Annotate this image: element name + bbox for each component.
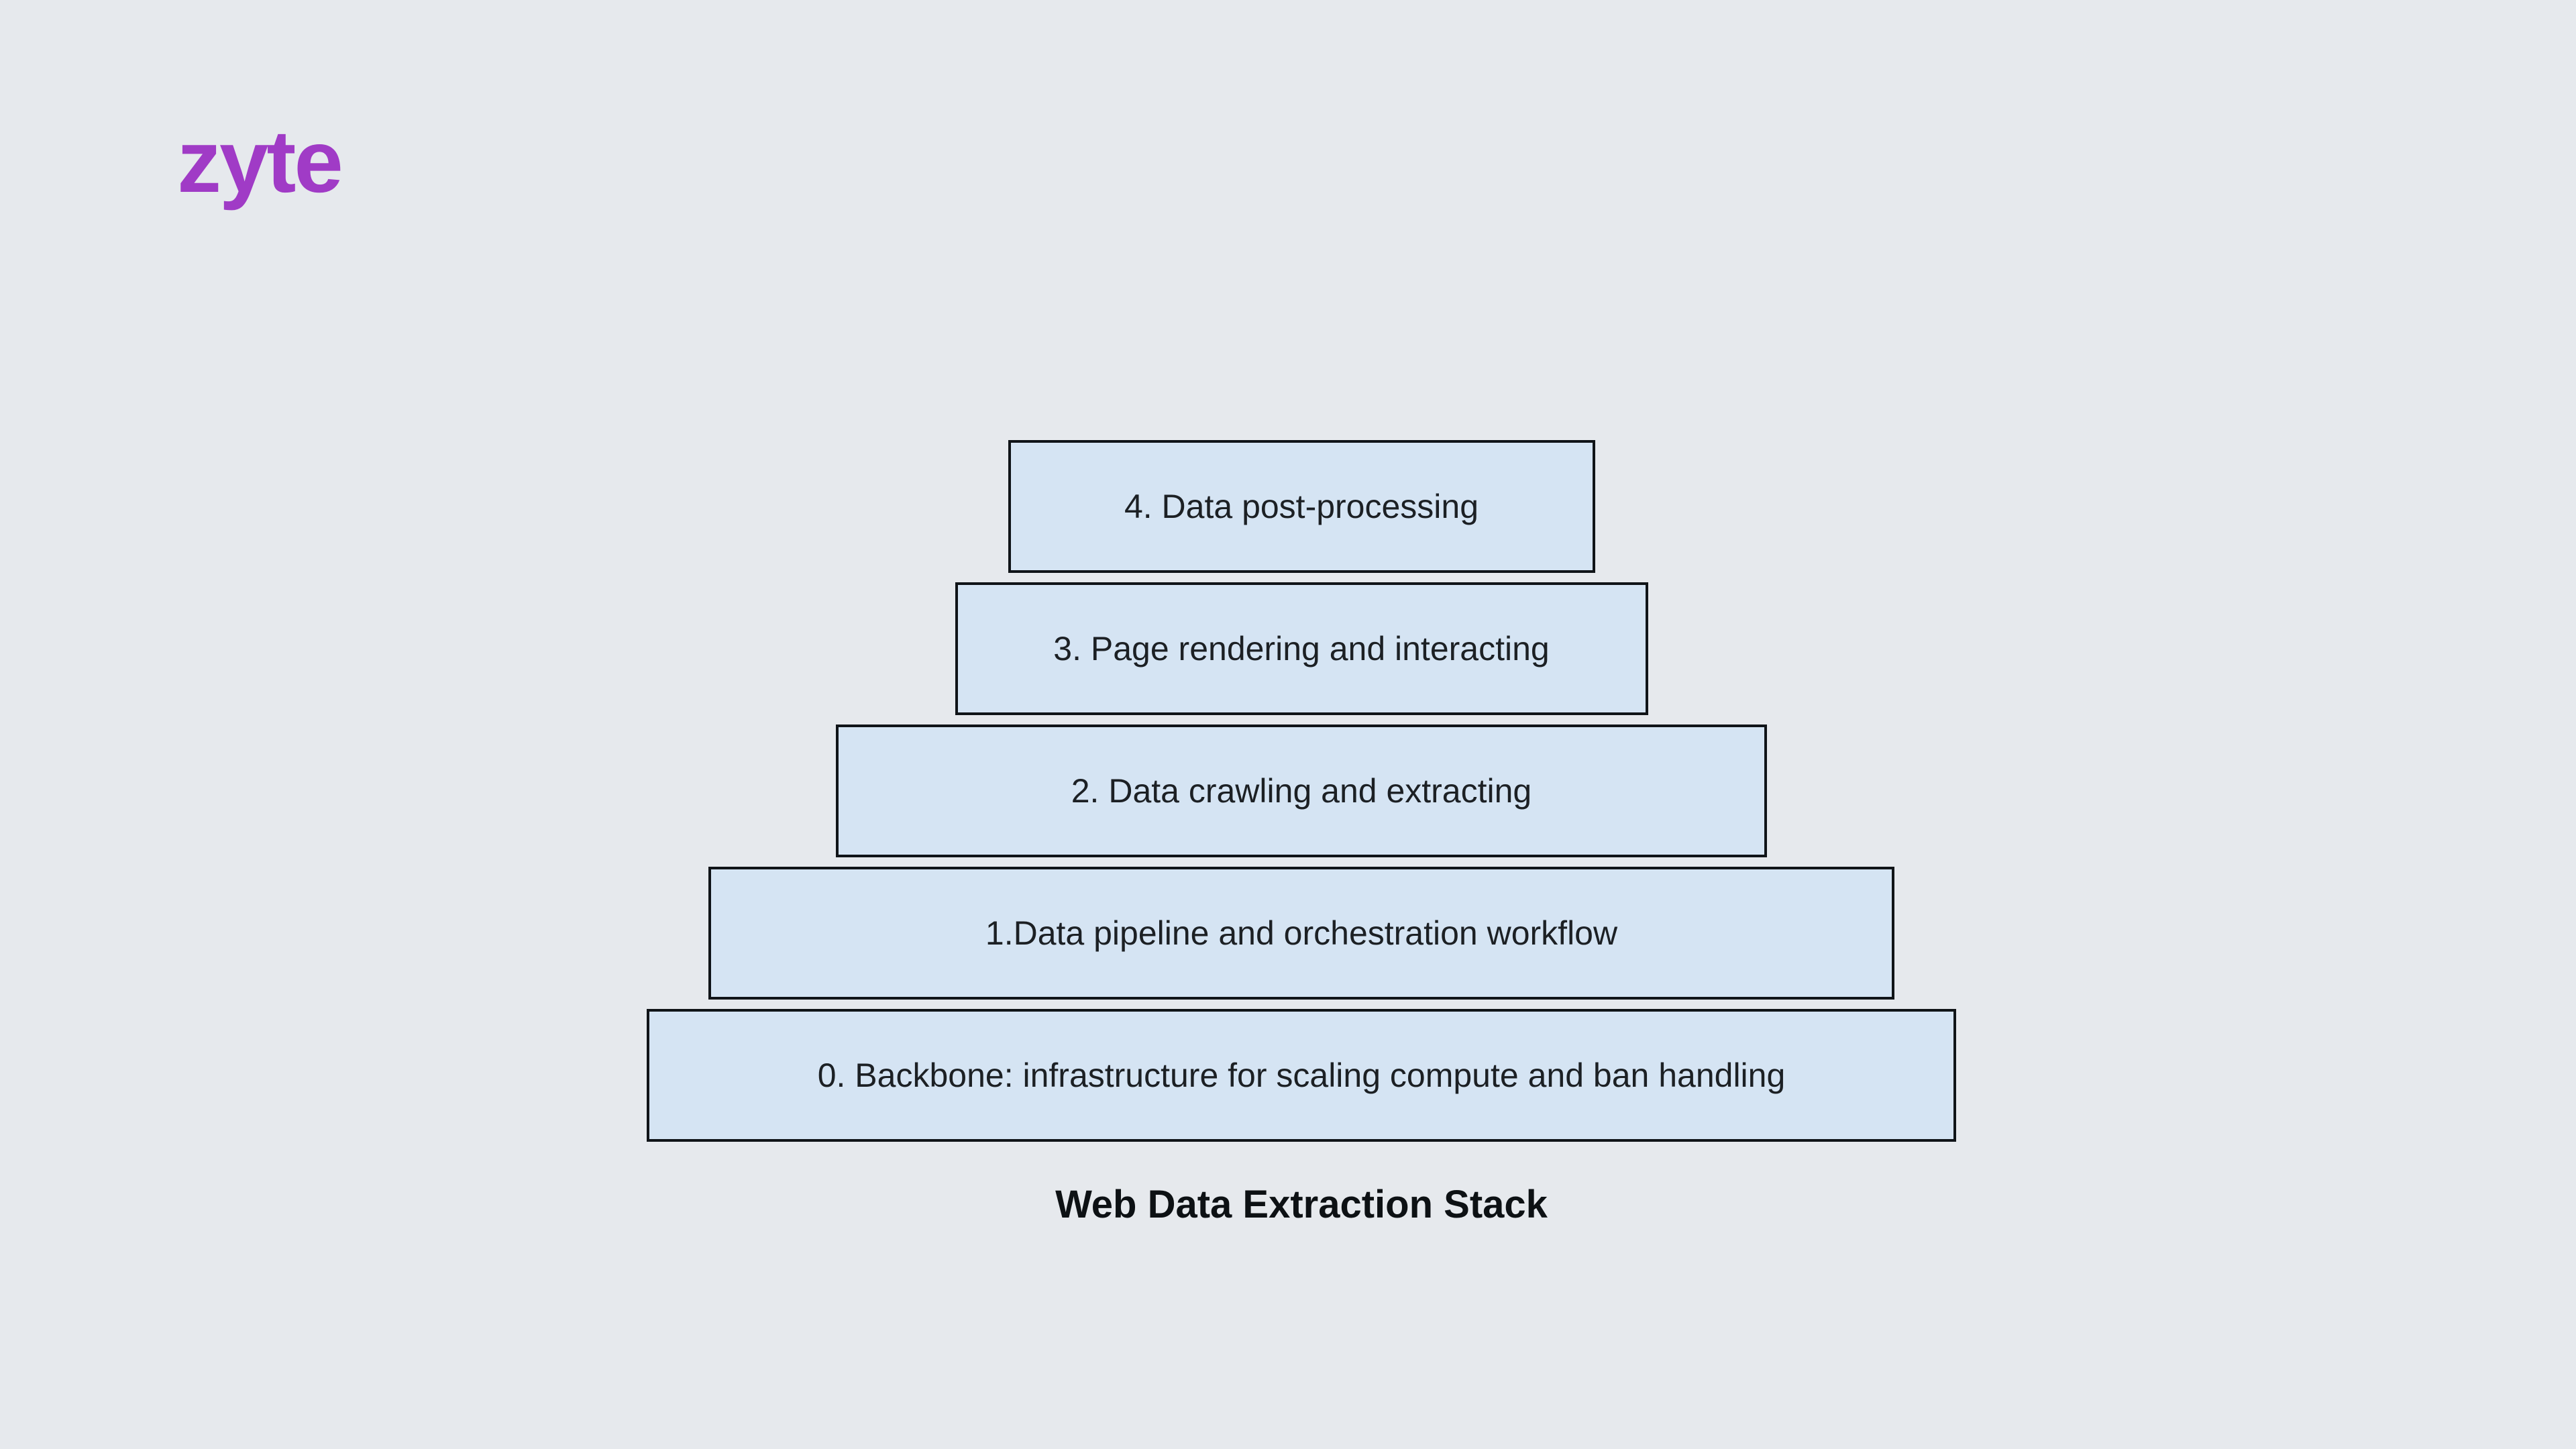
stack-layer-label: 4. Data post-processing: [1124, 488, 1479, 525]
stack-layer-4-data-post-processing: 4. Data post-processing: [1008, 440, 1595, 573]
stack-layer-0-backbone-infrastructure: 0. Backbone: infrastructure for scaling …: [647, 1009, 1956, 1142]
stack-layer-2-data-crawling-and-extracting: 2. Data crawling and extracting: [836, 724, 1767, 857]
web-data-extraction-stack-diagram: 4. Data post-processing 3. Page renderin…: [647, 440, 1956, 1142]
stack-layer-label: 3. Page rendering and interacting: [1053, 630, 1550, 667]
stack-layer-1-data-pipeline-and-orchestration-workflow: 1.Data pipeline and orchestration workfl…: [708, 867, 1894, 1000]
zyte-logo: zyte: [177, 112, 343, 211]
stack-layer-label: 1.Data pipeline and orchestration workfl…: [985, 914, 1618, 952]
stack-layer-label: 2. Data crawling and extracting: [1071, 772, 1532, 810]
diagram-caption: Web Data Extraction Stack: [1055, 1183, 1548, 1226]
stack-layer-label: 0. Backbone: infrastructure for scaling …: [817, 1057, 1786, 1094]
stack-layer-3-page-rendering-and-interacting: 3. Page rendering and interacting: [955, 582, 1648, 715]
